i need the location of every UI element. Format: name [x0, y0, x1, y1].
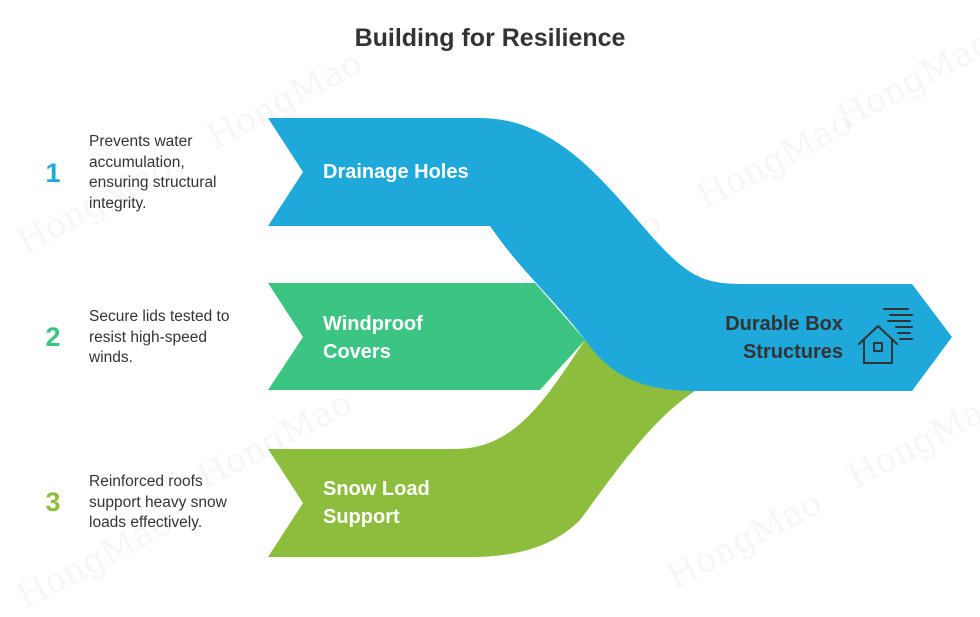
label-line: Structures — [742, 341, 843, 363]
label-line: Drainage Holes — [323, 161, 469, 183]
step-description: Secure lids tested to resist high-speed … — [89, 307, 264, 369]
description-line: Reinforced roofs — [89, 473, 203, 490]
step-description: Prevents water accumulation, ensuring st… — [89, 132, 264, 214]
label-line: Snow Load — [323, 478, 430, 500]
description-line: ensuring structural — [89, 174, 217, 191]
windproof-covers-band — [268, 283, 585, 390]
description-line: Secure lids tested to — [89, 308, 230, 325]
description-line: loads effectively. — [89, 514, 203, 531]
description-line: resist high-speed — [89, 328, 208, 346]
diagram-title: Building for Resilience — [354, 24, 626, 52]
drainage-holes-band — [268, 118, 952, 391]
description-line: accumulation, — [89, 153, 185, 171]
step-number: 2 — [45, 322, 61, 352]
band-label: Windproof Covers — [323, 310, 423, 366]
label-line: Durable Box — [725, 313, 843, 335]
windy-house-icon — [858, 308, 913, 364]
band-label: Drainage Holes — [323, 158, 469, 186]
step-number: 3 — [45, 487, 61, 517]
band-label: Snow Load Support — [323, 475, 430, 531]
snow-load-band — [268, 340, 695, 557]
description-line: support heavy snow — [89, 493, 227, 511]
step-description: Reinforced roofs support heavy snow load… — [89, 472, 264, 534]
label-line: Covers — [323, 341, 391, 363]
description-line: integrity. — [89, 194, 147, 212]
flow-diagram — [268, 118, 952, 557]
step-number: 1 — [45, 158, 61, 188]
description-line: winds. — [89, 349, 133, 366]
description-line: Prevents water — [89, 133, 193, 150]
label-line: Windproof — [323, 313, 423, 335]
result-label: Durable Box Structures — [680, 310, 843, 366]
label-line: Support — [323, 506, 400, 528]
